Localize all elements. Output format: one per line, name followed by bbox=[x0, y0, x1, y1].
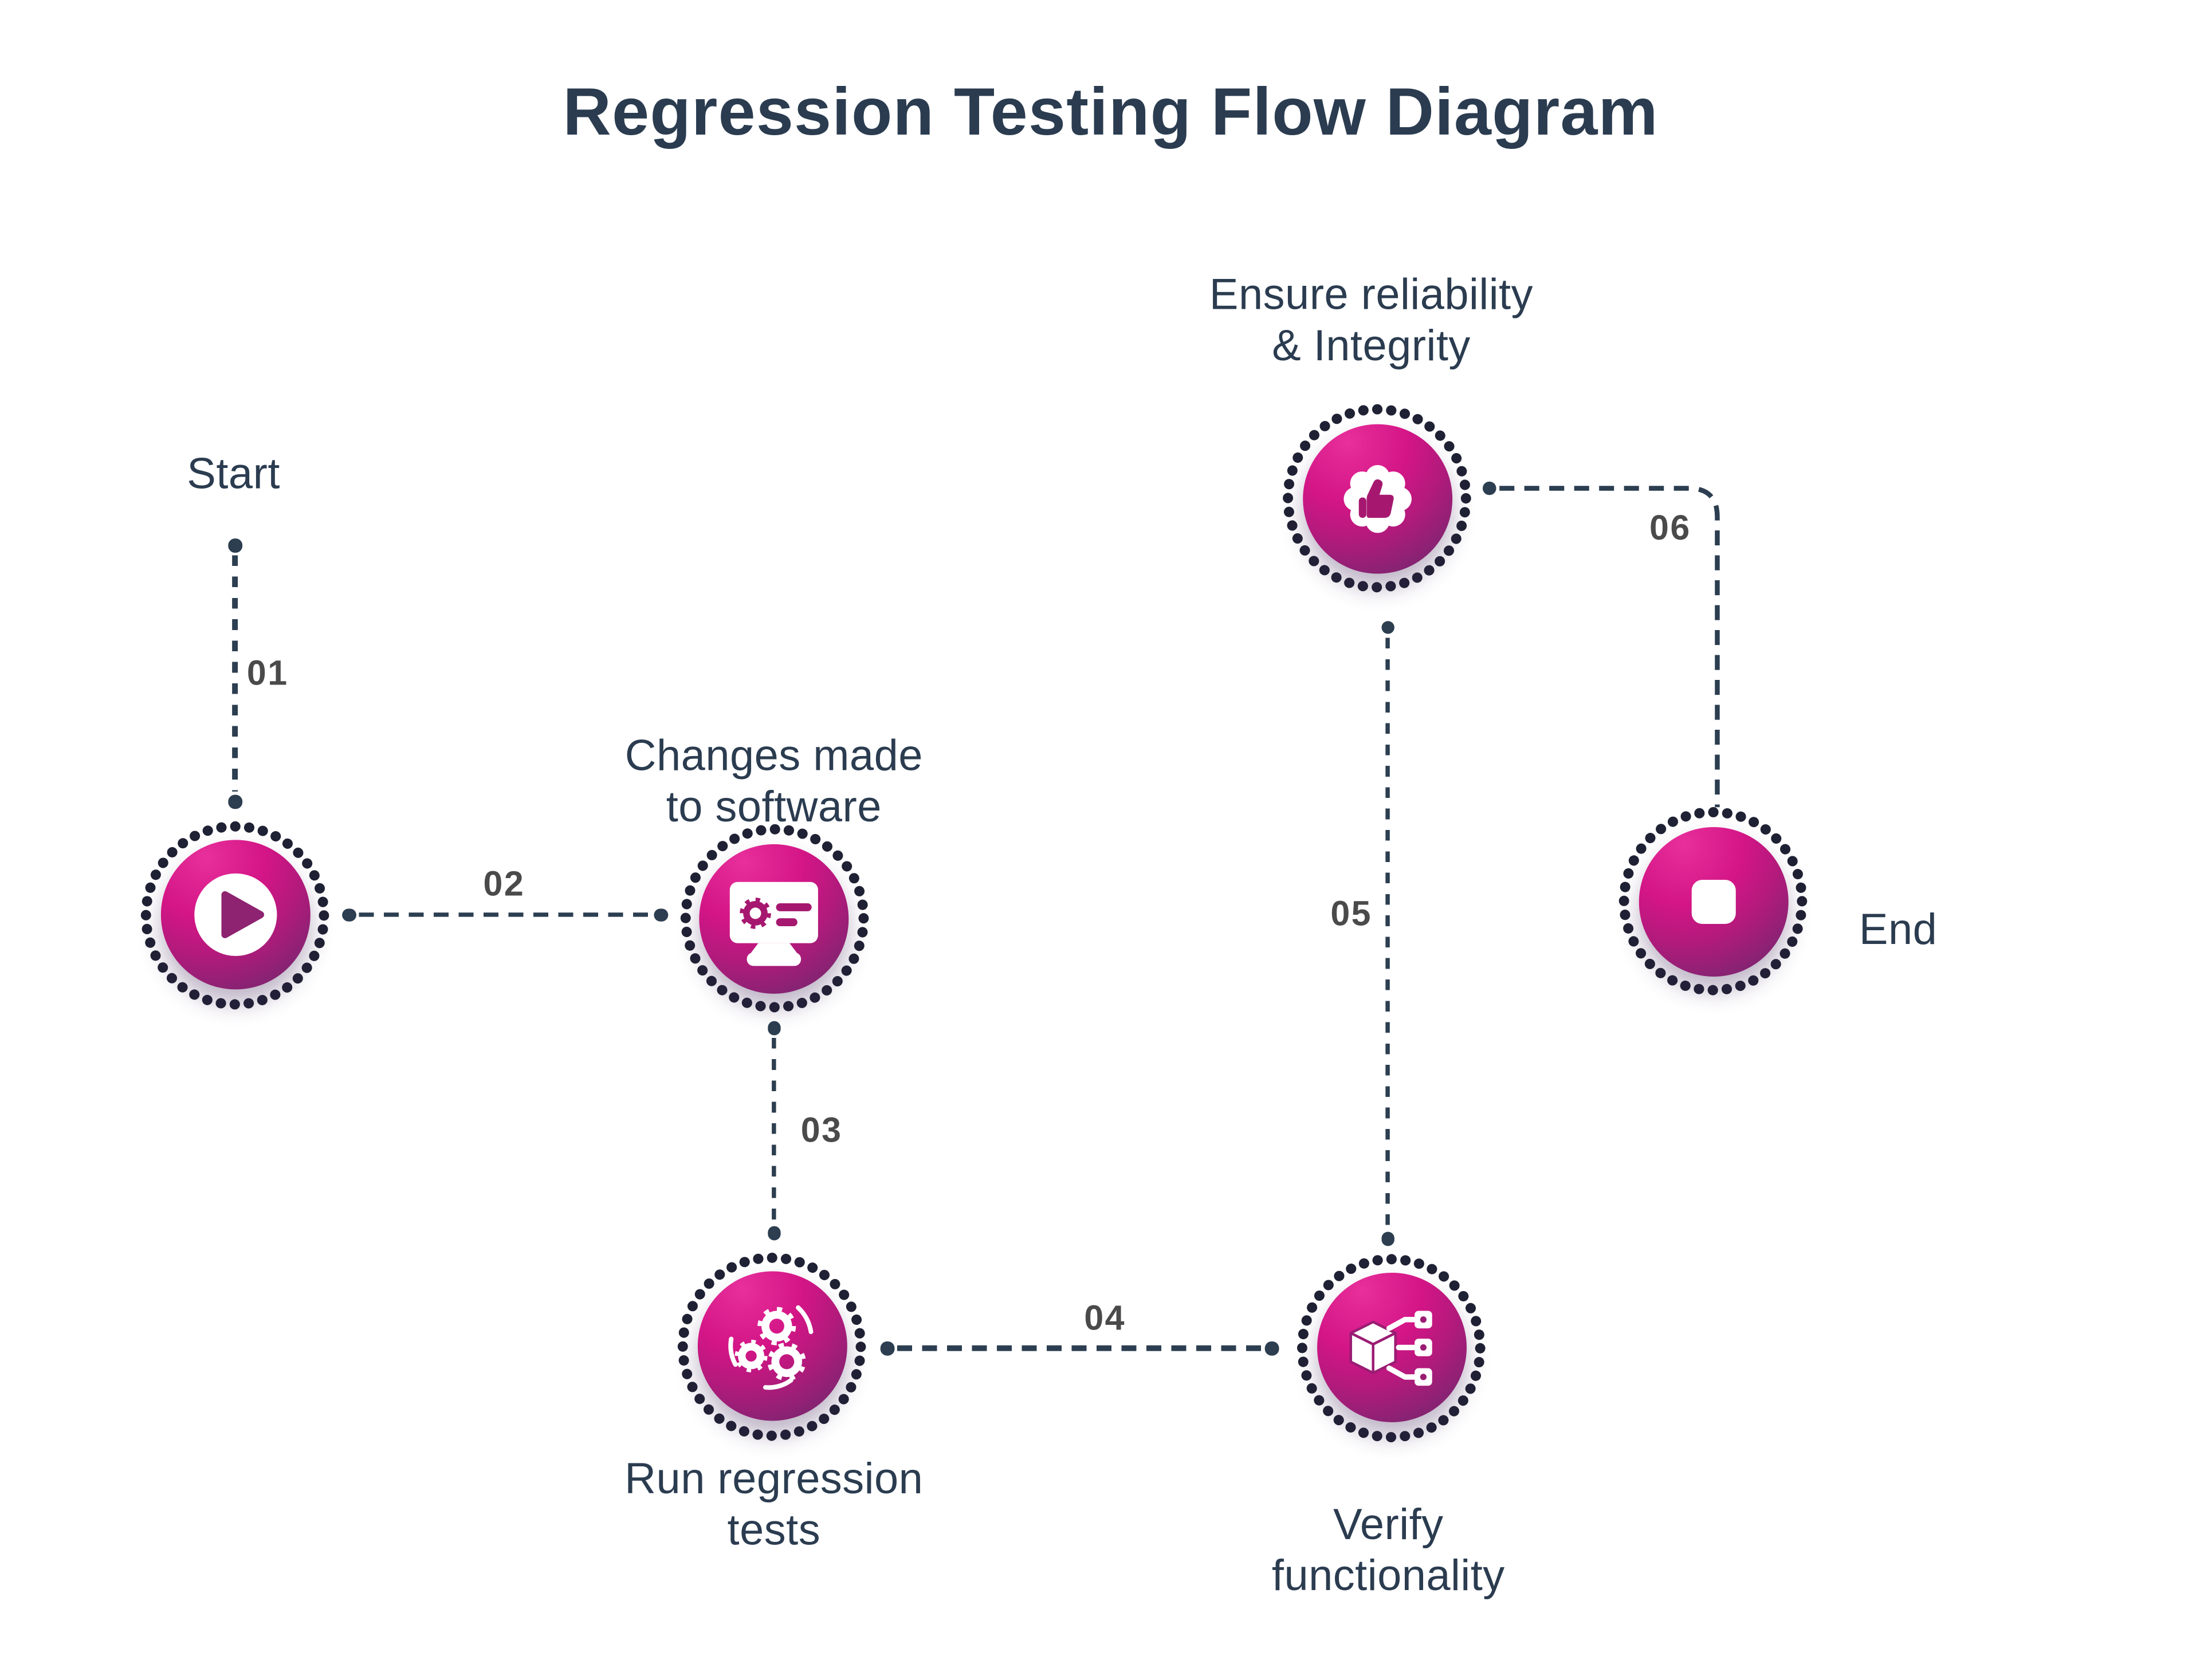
connector-03-line bbox=[771, 1037, 777, 1223]
node-label-ensure-reliability: Ensure reliability & Integrity bbox=[1209, 270, 1534, 371]
stop-icon bbox=[1691, 879, 1735, 923]
monitor-gear-icon bbox=[729, 882, 818, 966]
node-start bbox=[128, 808, 342, 1022]
dotted-ring bbox=[1297, 1253, 1486, 1442]
connector-endpoint-dot bbox=[228, 794, 242, 809]
cube-connections-icon bbox=[1349, 1311, 1432, 1386]
node-run-regression bbox=[666, 1240, 879, 1453]
node-ensure-reliability bbox=[1270, 391, 1484, 605]
step-number-04: 04 bbox=[1084, 1300, 1126, 1339]
node-end bbox=[1606, 794, 1820, 1008]
connector-05-line bbox=[1385, 638, 1390, 1229]
connector-endpoint-dot bbox=[1381, 1232, 1394, 1246]
connector-endpoint-dot bbox=[1264, 1341, 1279, 1355]
node-verify-functionality bbox=[1285, 1241, 1499, 1455]
dotted-ring bbox=[1283, 404, 1471, 593]
node-changes-made bbox=[667, 812, 881, 1025]
connector-01-line bbox=[232, 555, 238, 792]
page-title: Regression Testing Flow Diagram bbox=[563, 73, 1659, 149]
gears-icon bbox=[728, 1305, 814, 1390]
connector-endpoint-dot bbox=[342, 908, 356, 922]
connector-endpoint-dot bbox=[767, 1021, 781, 1035]
step-number-05: 05 bbox=[1330, 895, 1373, 934]
node-label-end: End bbox=[1859, 905, 1938, 954]
step-number-03: 03 bbox=[800, 1112, 843, 1151]
dotted-ring bbox=[679, 824, 869, 1013]
thumbs-up-badge-icon bbox=[1343, 464, 1411, 533]
connector-endpoint-dot bbox=[1381, 620, 1394, 634]
connector-endpoint-dot bbox=[767, 1226, 781, 1240]
connector-endpoint-dot bbox=[228, 538, 242, 552]
connector-06-line bbox=[1482, 481, 1720, 808]
dotted-ring bbox=[1618, 806, 1808, 996]
connector-endpoint-dot bbox=[654, 908, 668, 922]
node-label-run-regression: Run regression tests bbox=[624, 1455, 924, 1555]
connector-02-line bbox=[359, 912, 651, 918]
connector-endpoint-dot bbox=[880, 1341, 894, 1355]
step-number-02: 02 bbox=[483, 865, 525, 904]
node-label-verify-functionality: Verify functionality bbox=[1271, 1500, 1505, 1600]
play-icon bbox=[194, 874, 277, 957]
connector-04-line bbox=[897, 1345, 1262, 1351]
step-number-01: 01 bbox=[246, 655, 289, 694]
node-label-start: Start bbox=[187, 450, 280, 498]
node-label-changes-made: Changes made to software bbox=[624, 731, 923, 832]
dotted-ring bbox=[678, 1252, 867, 1441]
step-number-06: 06 bbox=[1649, 509, 1691, 548]
dotted-ring bbox=[140, 820, 329, 1009]
